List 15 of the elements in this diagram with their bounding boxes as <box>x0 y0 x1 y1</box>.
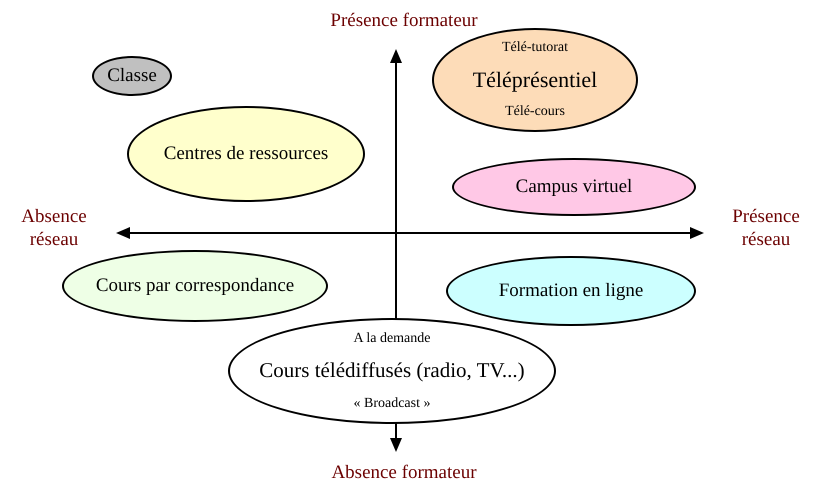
ellipse-subtext: Télé-tutorat <box>502 40 568 56</box>
ellipse-title: Téléprésentiel <box>472 68 598 92</box>
axis-label: Présence réseau <box>731 206 801 252</box>
ellipse-title: Classe <box>107 66 157 86</box>
ellipse-title: Cours par correspondance <box>96 276 294 296</box>
ellipse-subtext: « Broadcast » <box>354 396 430 412</box>
axis-label: Présence formateur <box>329 10 479 33</box>
ellipse-title: Campus virtuel <box>516 176 632 198</box>
axis-label: Absence formateur <box>330 462 478 485</box>
ellipse-subtext: A la demande <box>354 330 430 346</box>
ellipse-title: Formation en ligne <box>498 280 644 302</box>
ellipse-subtext: Télé-cours <box>505 104 565 120</box>
axis-label: Absence réseau <box>20 206 88 252</box>
ellipse-title: Cours télédiffusés (radio, TV...) <box>259 359 525 383</box>
ellipse-title: Centres de ressources <box>164 144 328 164</box>
